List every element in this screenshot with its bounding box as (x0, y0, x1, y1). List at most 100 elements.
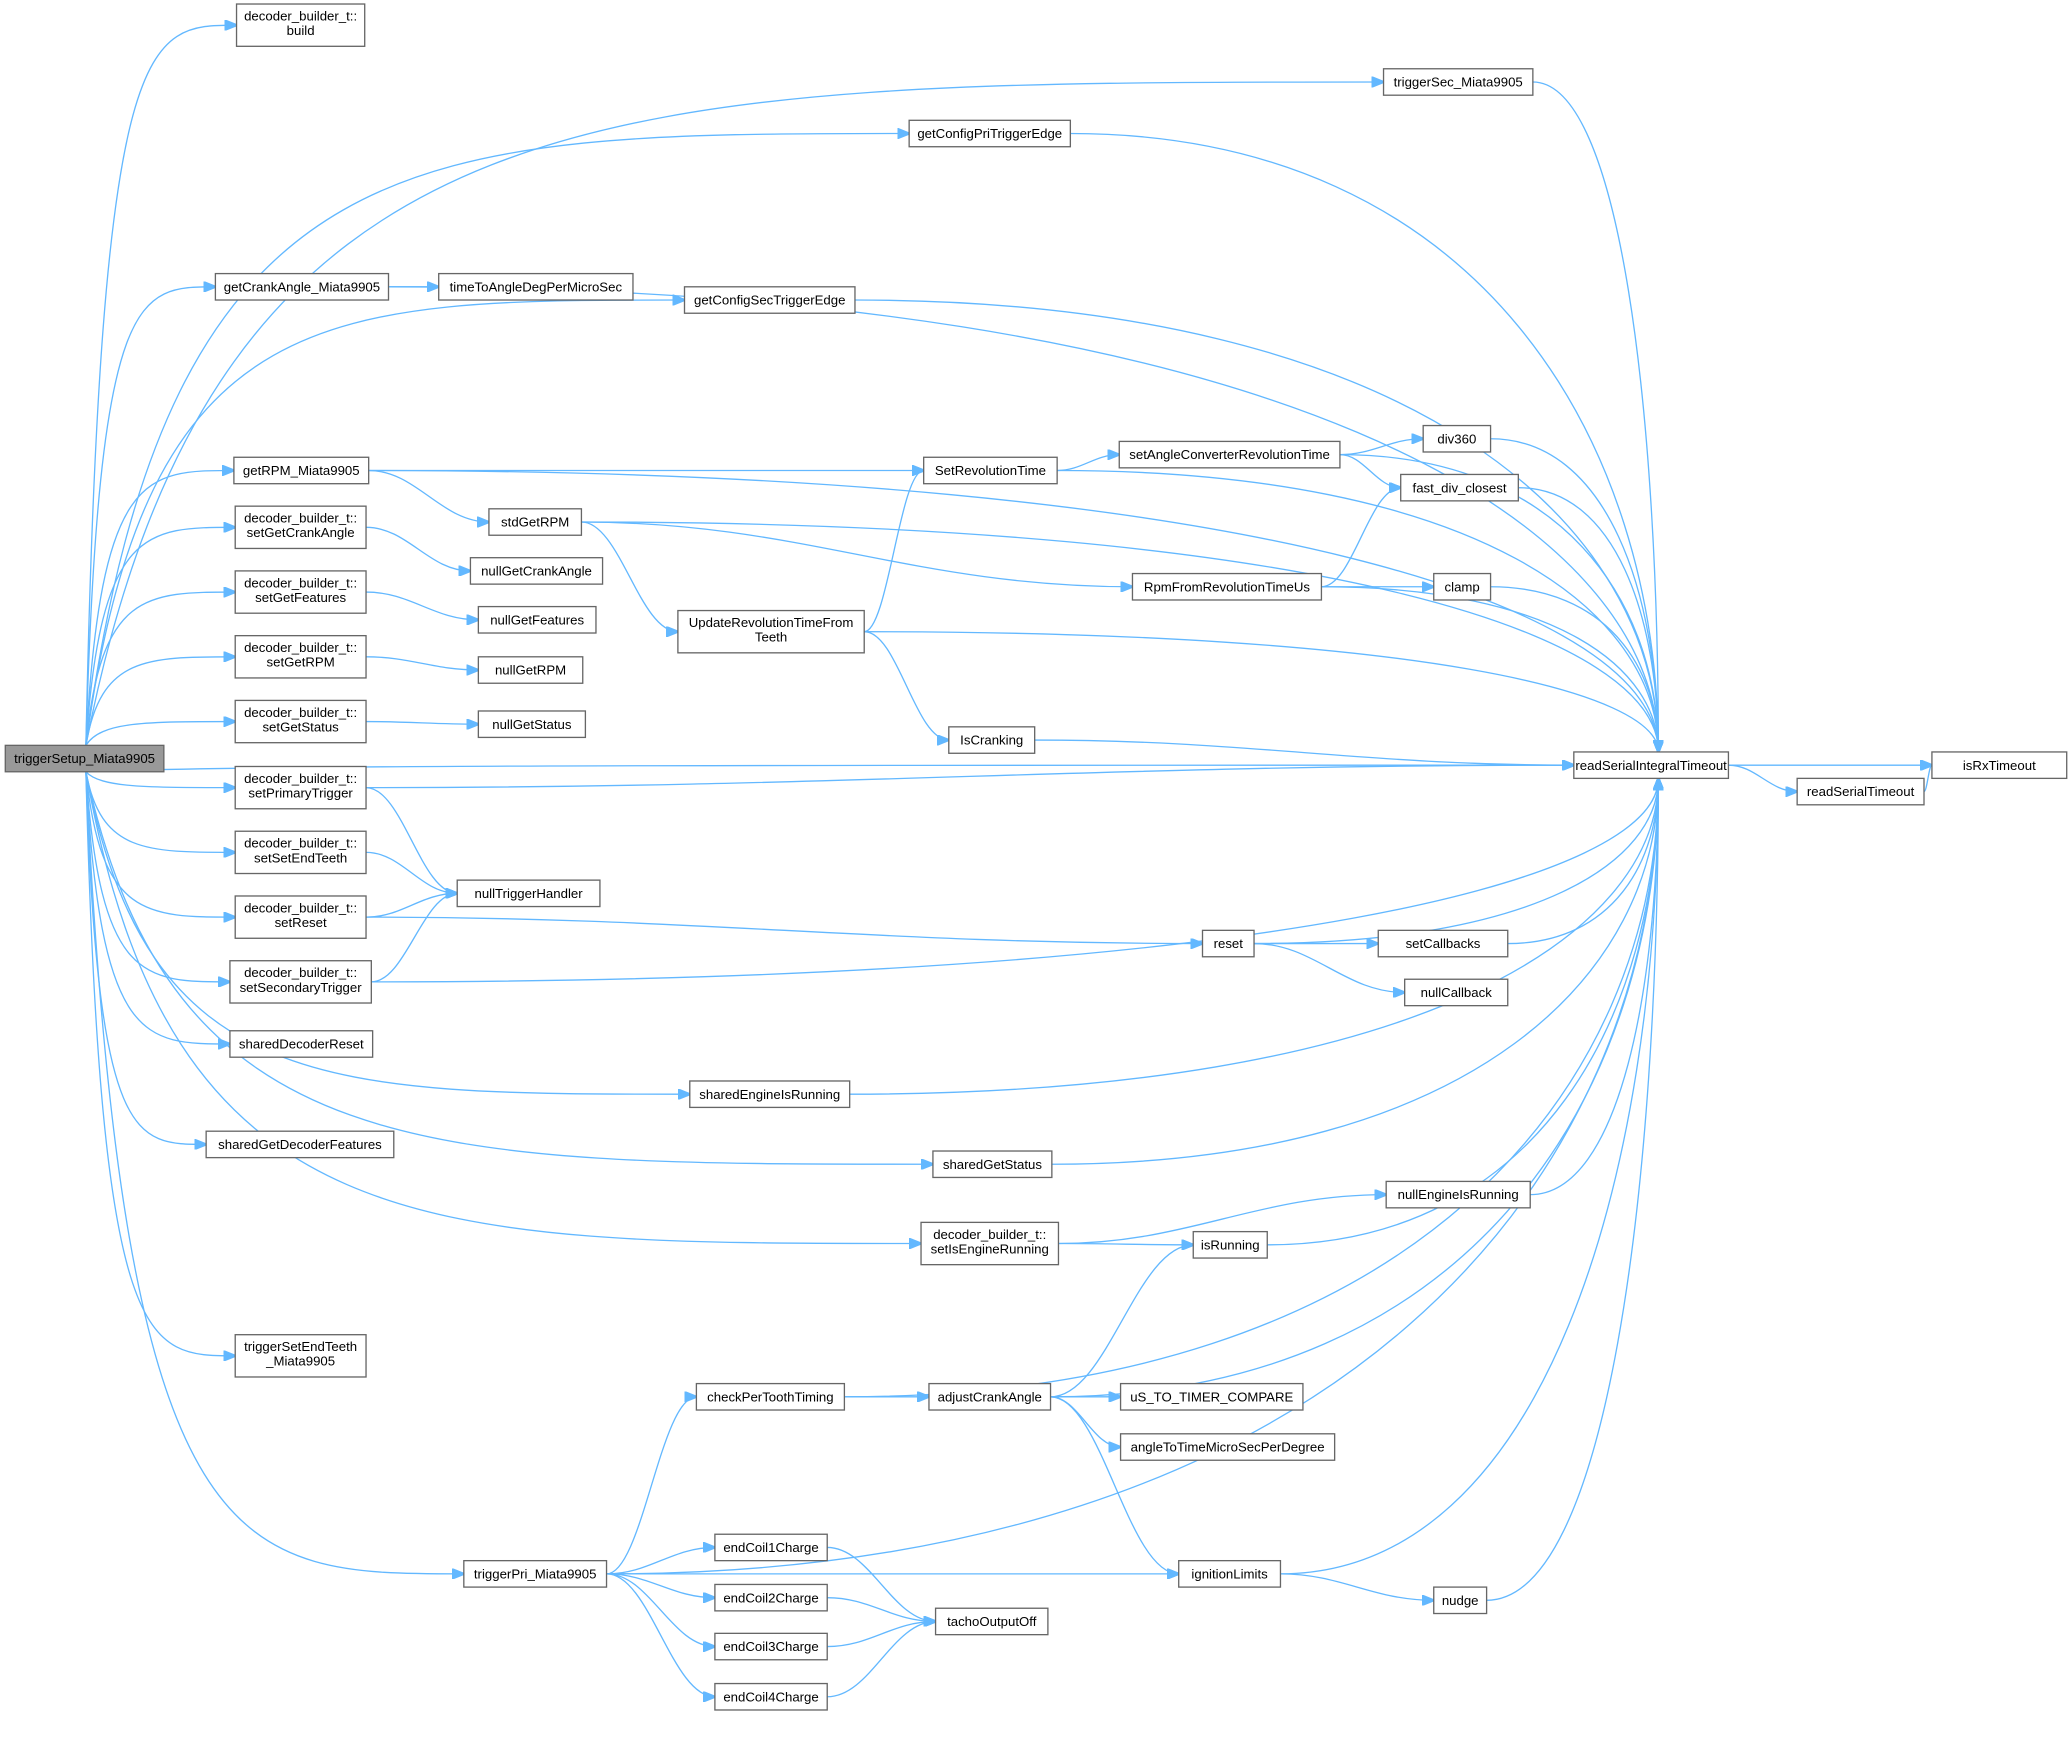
node-timetoangledegpermicrosec[interactable]: timeToAngleDegPerMicroSec (438, 272, 634, 301)
node-isrxtimeout[interactable]: isRxTimeout (1931, 751, 2068, 780)
edge-iscranking-to-rsit (1034, 739, 1574, 765)
node-triggersec-miata9905[interactable]: triggerSec_Miata9905 (1382, 68, 1534, 96)
node-tachooutputoff[interactable]: tachoOutputOff (934, 1607, 1049, 1636)
node-sharedengineisrunning[interactable]: sharedEngineIsRunning (689, 1080, 851, 1109)
node-decoder-builder-t-setsetendteeth[interactable]: decoder_builder_t::setSetEndTeeth (234, 830, 367, 875)
node-adjustcrankangle[interactable]: adjustCrankAngle (928, 1382, 1052, 1411)
node-div360[interactable]: div360 (1422, 424, 1492, 453)
node-reset[interactable]: reset (1201, 929, 1255, 958)
edge-rpmfrom-to-fastdiv (1321, 488, 1400, 588)
node-getcrankangle-miata9905[interactable]: getCrankAngle_Miata9905 (214, 272, 390, 301)
node-getconfigpritriggeredge[interactable]: getConfigPriTriggerEdge (908, 119, 1072, 148)
node-endcoil3charge[interactable]: endCoil3Charge (714, 1632, 828, 1661)
node-readserialtimeout[interactable]: readSerialTimeout (1796, 777, 1925, 806)
node-decoder-builder-t-setisenginerunning[interactable]: decoder_builder_t::setIsEngineRunning (920, 1221, 1060, 1266)
node-label: triggerSetup_Miata9905 (14, 751, 155, 766)
node-clamp[interactable]: clamp (1433, 572, 1492, 601)
node-label: nullGetRPM (495, 663, 566, 678)
node-decoder-builder-t-build[interactable]: decoder_builder_t::build (235, 3, 366, 47)
node-iscranking[interactable]: IsCranking (948, 726, 1036, 754)
node-label: decoder_builder_t:: (244, 705, 357, 720)
node-endcoil4charge[interactable]: endCoil4Charge (714, 1682, 828, 1711)
node-label: SetRevolutionTime (935, 463, 1046, 478)
node-nullgetfeatures[interactable]: nullGetFeatures (477, 605, 597, 634)
node-getconfigsectriggeredge[interactable]: getConfigSecTriggerEdge (683, 286, 856, 314)
node-box (233, 456, 370, 485)
edge-fastdiv-to-rsit (1518, 487, 1658, 752)
edge-ignitionlimits-to-nudge (1280, 1573, 1433, 1600)
node-decoder-builder-t-setprimarytrigger[interactable]: decoder_builder_t::setPrimaryTrigger (234, 765, 367, 810)
node-sharedgetstatus[interactable]: sharedGetStatus (932, 1150, 1053, 1179)
node-us-to-timer-compare[interactable]: uS_TO_TIMER_COMPARE (1119, 1382, 1304, 1411)
node-box (928, 1382, 1052, 1411)
node-ignitionlimits[interactable]: ignitionLimits (1178, 1559, 1282, 1588)
node-label: decoder_builder_t:: (244, 836, 357, 851)
node-isrunning[interactable]: isRunning (1192, 1230, 1268, 1259)
node-endcoil2charge[interactable]: endCoil2Charge (714, 1583, 828, 1612)
node-fast-div-closest[interactable]: fast_div_closest (1400, 473, 1519, 502)
node-box (1119, 1382, 1304, 1411)
node-shareddecoderreset[interactable]: sharedDecoderReset (229, 1030, 374, 1058)
node-label: triggerSetEndTeeth (244, 1339, 357, 1354)
edge-adjustcrankangle-to-isrunning (1050, 1245, 1194, 1398)
node-label: nudge (1442, 1593, 1479, 1608)
node-decoder-builder-t-setgetfeatures[interactable]: decoder_builder_t::setGetFeatures (234, 570, 367, 614)
node-label: endCoil3Charge (723, 1639, 818, 1654)
node-box (234, 699, 367, 744)
edges-layer (85, 25, 1932, 1697)
node-endcoil1charge[interactable]: endCoil1Charge (714, 1533, 828, 1562)
node-nulltriggerhandler[interactable]: nullTriggerHandler (456, 879, 601, 908)
node-box (934, 1607, 1049, 1636)
edge-triggersetup-to-triggerpri (85, 771, 464, 1574)
node-setrevolutiontime[interactable]: SetRevolutionTime (923, 456, 1058, 485)
node-decoder-builder-t-setreset[interactable]: decoder_builder_t::setReset (234, 895, 367, 939)
node-stdgetrpm[interactable]: stdGetRPM (488, 508, 583, 536)
node-label: readSerialIntegralTimeout (1575, 758, 1727, 773)
edge-triggersec-to-rsit (1532, 81, 1659, 752)
edge-setsecondarytrigger-to-rsit (371, 778, 1658, 983)
node-box (1404, 978, 1509, 1007)
node-triggersetup-miata9905[interactable]: triggerSetup_Miata9905 (4, 744, 165, 773)
node-checkpertoothtiming[interactable]: checkPerToothTiming (695, 1382, 846, 1411)
node-box (1382, 68, 1534, 96)
node-box (477, 605, 597, 634)
node-setangleconverterrevolutiontime[interactable]: setAngleConverterRevolutionTime (1118, 440, 1341, 469)
node-decoder-builder-t-setgetrpm[interactable]: decoder_builder_t::setGetRPM (234, 635, 367, 679)
node-decoder-builder-t-setgetcrankangle[interactable]: decoder_builder_t::setGetCrankAngle (234, 505, 367, 550)
node-triggersetendteeth-miata9905[interactable]: triggerSetEndTeeth_Miata9905 (234, 1334, 367, 1378)
node-decoder-builder-t-setgetstatus[interactable]: decoder_builder_t::setGetStatus (234, 699, 367, 744)
node-box (1131, 572, 1323, 601)
edge-getrpm-to-rsit (368, 469, 1659, 751)
node-label: nullGetCrankAngle (481, 564, 592, 579)
edge-updaterev-to-setrevolutiontime (864, 470, 923, 633)
node-sharedgetdecoderfeatures[interactable]: sharedGetDecoderFeatures (205, 1130, 395, 1159)
node-nudge[interactable]: nudge (1433, 1586, 1488, 1615)
edge-setprimarytrigger-to-rsit (366, 765, 1574, 789)
node-readserialintegraltimeout[interactable]: readSerialIntegralTimeout (1573, 751, 1730, 780)
node-box (438, 272, 634, 301)
node-box (948, 726, 1036, 754)
node-box (4, 744, 165, 773)
node-nullcallback[interactable]: nullCallback (1404, 978, 1509, 1007)
node-label: getRPM_Miata9905 (243, 463, 360, 478)
node-setcallbacks[interactable]: setCallbacks (1377, 929, 1509, 958)
node-box (932, 1150, 1053, 1179)
node-label: decoder_builder_t:: (244, 965, 357, 980)
edge-setgetstatus-to-nullgetstatus (366, 722, 478, 725)
node-nullengineisrunning[interactable]: nullEngineIsRunning (1385, 1180, 1531, 1209)
node-angletotimemicrosecperdegree[interactable]: angleToTimeMicroSecPerDegree (1119, 1433, 1336, 1461)
node-rpmfromrevolutiontimeus[interactable]: RpmFromRevolutionTimeUs (1131, 572, 1323, 601)
node-getrpm-miata9905[interactable]: getRPM_Miata9905 (233, 456, 370, 485)
node-label: UpdateRevolutionTimeFrom (689, 615, 854, 630)
node-decoder-builder-t-setsecondarytrigger[interactable]: decoder_builder_t::setSecondaryTrigger (229, 960, 372, 1004)
node-triggerpri-miata9905[interactable]: triggerPri_Miata9905 (463, 1559, 608, 1588)
edge-triggersetup-to-setgetstatus (85, 722, 235, 746)
node-box (463, 1559, 608, 1588)
edge-triggersetup-to-setsetendteeth (85, 771, 235, 853)
node-nullgetrpm[interactable]: nullGetRPM (477, 656, 584, 684)
node-label: clamp (1445, 579, 1480, 594)
node-nullgetcrankangle[interactable]: nullGetCrankAngle (469, 557, 604, 585)
node-nullgetstatus[interactable]: nullGetStatus (477, 710, 587, 739)
edge-triggerpri-to-checkpertooth (606, 1397, 697, 1575)
